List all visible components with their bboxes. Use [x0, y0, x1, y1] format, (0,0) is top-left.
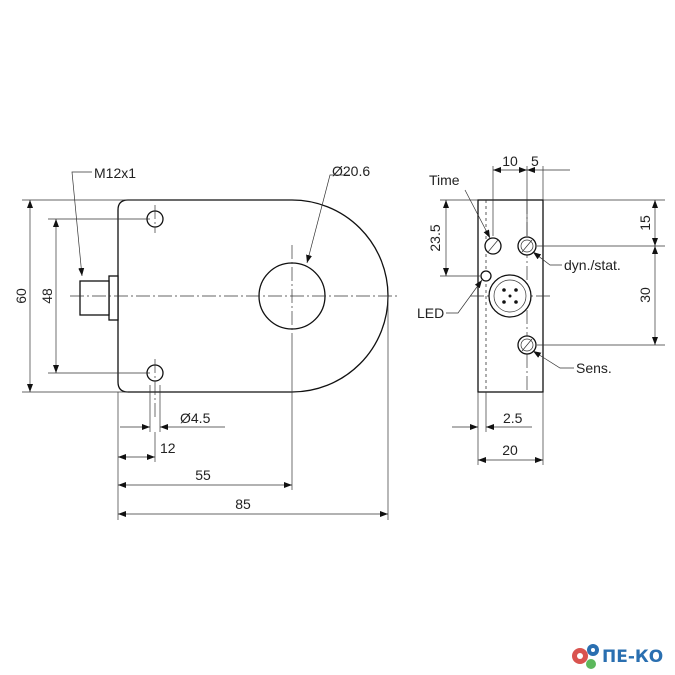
dim-85-label: 85 [235, 496, 251, 512]
dyn-stat-label: dyn./stat. [564, 257, 621, 273]
hole-diameter-label: Ø4.5 [180, 410, 211, 426]
led-label: LED [417, 305, 444, 321]
dim-5-label: 5 [531, 153, 539, 169]
gear-icon [572, 644, 599, 669]
dim-23-5-label: 23.5 [427, 224, 443, 251]
logo-text: ПЕ-КО [602, 647, 663, 667]
led-indicator [480, 270, 492, 282]
dim-15-label: 15 [637, 215, 653, 231]
dim-20-label: 20 [502, 442, 518, 458]
dim-10-label: 10 [502, 153, 518, 169]
dim-30-label: 30 [637, 287, 653, 303]
front-view: M12x1 Ø20.6 60 48 Ø4.5 12 55 85 [13, 163, 400, 520]
dim-12-label: 12 [160, 440, 176, 456]
bore-diameter-label: Ø20.6 [332, 163, 370, 179]
side-view: 10 5 Time 23.5 15 30 dyn./stat. LED Sens… [417, 153, 665, 465]
dim-55-label: 55 [195, 467, 211, 483]
height-48-label: 48 [39, 288, 55, 304]
dim-2-5-label: 2.5 [503, 410, 523, 426]
sens-label: Sens. [576, 360, 612, 376]
brand-logo: ПЕ-КО [572, 644, 663, 669]
connector-thread [79, 280, 110, 316]
time-label: Time [429, 172, 460, 188]
height-60-label: 60 [13, 288, 29, 304]
connector-body [108, 275, 119, 321]
thread-label: M12x1 [94, 165, 136, 181]
